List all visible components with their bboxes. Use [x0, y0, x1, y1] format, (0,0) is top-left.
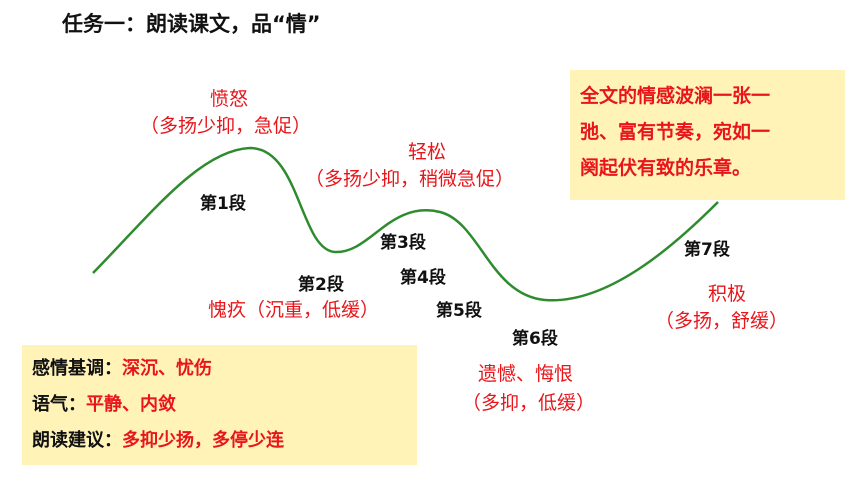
- advice-label: 朗读建议：: [32, 430, 122, 451]
- segment-3-label: 第3段: [380, 233, 426, 253]
- tone-label: 感情基调：: [32, 358, 122, 379]
- emotion-anger-note: （多扬少抑，急促）: [140, 115, 312, 137]
- emotion-relaxed: 轻松: [408, 141, 447, 163]
- emotion-positive: 积极: [708, 283, 747, 305]
- summary-line-1: 全文的情感波澜一张一: [580, 85, 771, 107]
- segment-7-label: 第7段: [684, 240, 730, 260]
- wave-line: [92, 146, 719, 302]
- mood-value: 平静、内敛: [86, 394, 176, 415]
- advice-row: 朗读建议：多抑少扬，多停少连: [32, 423, 407, 459]
- emotion-regret: 遗憾、悔恨: [478, 363, 574, 385]
- mood-row: 语气：平静、内敛: [32, 387, 407, 423]
- mood-label: 语气：: [32, 394, 86, 415]
- tone-row: 感情基调：深沉、忧伤: [32, 351, 407, 387]
- segment-5-label: 第5段: [436, 301, 482, 321]
- tone-value: 深沉、忧伤: [122, 358, 212, 379]
- page-title: 任务一：朗读课文，品“情”: [62, 12, 321, 36]
- summary-box: 全文的情感波澜一张一 弛、富有节奏，宛如一 阕起伏有致的乐章。: [570, 70, 845, 200]
- emotion-relaxed-note: （多扬少抑，稍微急促）: [305, 168, 515, 190]
- segment-4-label: 第4段: [400, 268, 446, 288]
- segment-6-label: 第6段: [512, 329, 558, 349]
- summary-line-3: 阕起伏有致的乐章。: [580, 157, 752, 179]
- emotion-guilt: 愧疚（沉重，低缓）: [208, 299, 380, 321]
- emotion-regret-note: （多抑，低缓）: [462, 392, 596, 414]
- reading-guide-box: 感情基调：深沉、忧伤 语气：平静、内敛 朗读建议：多抑少扬，多停少连: [22, 345, 417, 465]
- segment-1-label: 第1段: [200, 194, 246, 214]
- advice-value: 多抑少扬，多停少连: [122, 430, 284, 451]
- segment-2-label: 第2段: [298, 275, 344, 295]
- emotion-anger: 愤怒: [210, 88, 249, 110]
- summary-line-2: 弛、富有节奏，宛如一: [580, 121, 771, 143]
- emotion-positive-note: （多扬，舒缓）: [655, 310, 789, 332]
